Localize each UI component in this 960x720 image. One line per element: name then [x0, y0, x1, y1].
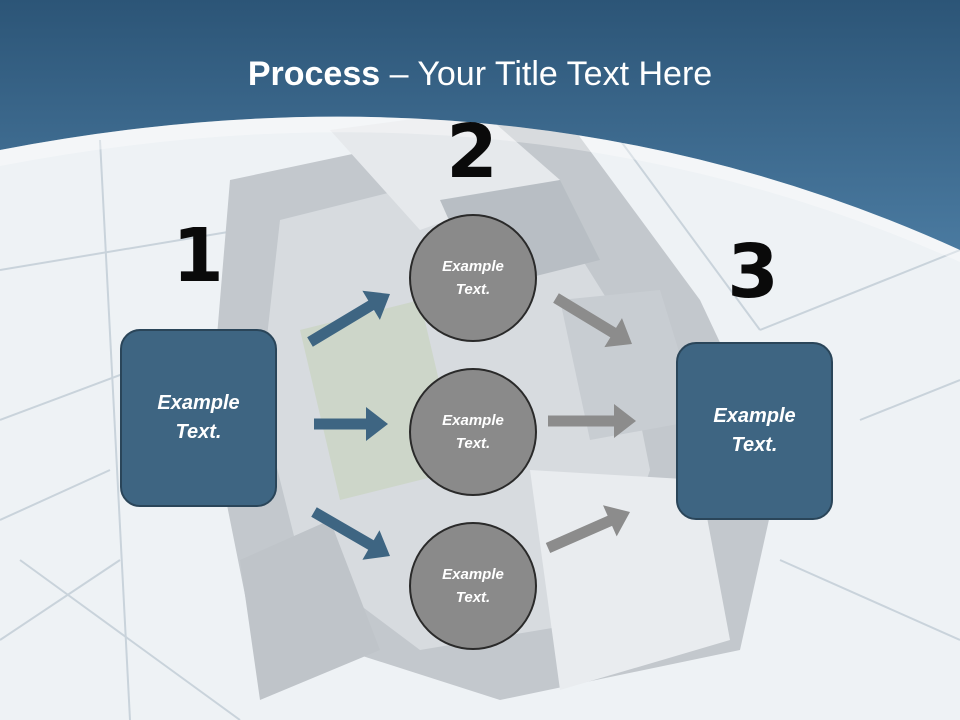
circle-bottom[interactable]: Example Text. — [409, 522, 537, 650]
circle-top[interactable]: Example Text. — [409, 214, 537, 342]
title-bold: Process — [247, 55, 381, 93]
title-rest: – Your Title Text Here — [380, 55, 713, 93]
step-box-3[interactable]: Example Text. — [676, 342, 833, 520]
step-number-1: 1 — [172, 213, 224, 299]
step-number-2: 2 — [446, 109, 498, 195]
circle-bottom-label: Example Text. — [442, 566, 504, 606]
slide-title: Process – Your Title Text Here — [0, 52, 960, 96]
circle-middle-label: Example Text. — [442, 412, 504, 452]
step-box-3-label: Example Text. — [713, 405, 796, 456]
circle-middle[interactable]: Example Text. — [409, 368, 537, 496]
step-box-1[interactable]: Example Text. — [120, 329, 277, 507]
step-number-3: 3 — [727, 229, 779, 315]
circle-top-label: Example Text. — [442, 258, 504, 298]
step-box-1-label: Example Text. — [157, 392, 240, 443]
